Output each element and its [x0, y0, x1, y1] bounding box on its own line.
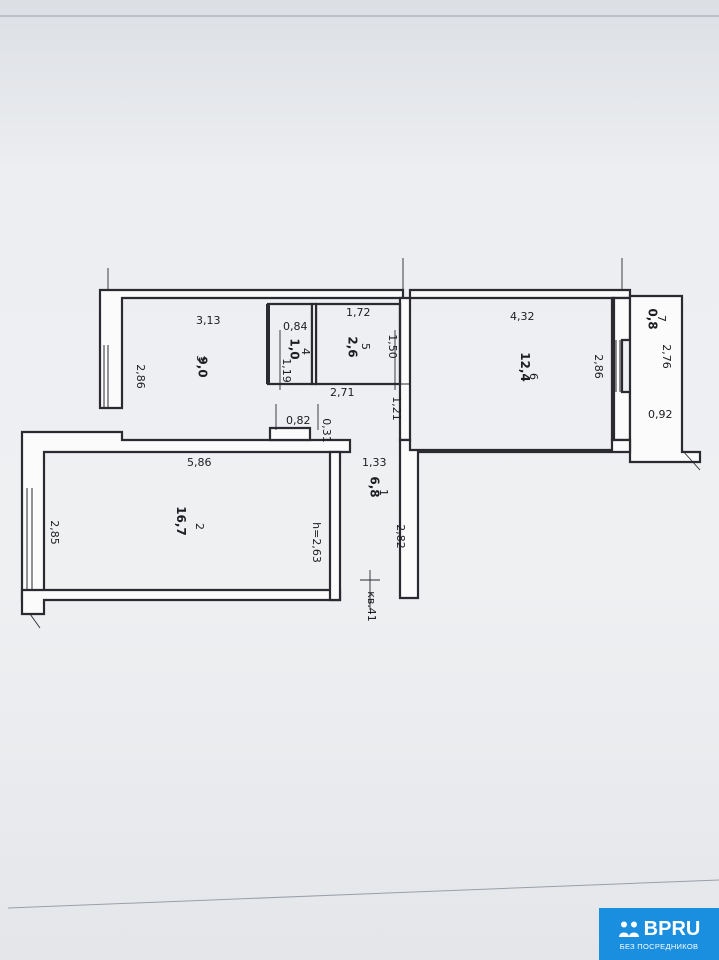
dim-room3-depth: 2,86 — [133, 364, 147, 389]
room-5-area: 2,6 — [345, 336, 360, 358]
apartment-number: кв.41 — [364, 591, 378, 622]
dim-room6-depth: 2,86 — [591, 354, 605, 379]
dim-room1-width: 1,33 — [362, 456, 387, 469]
room-5-number: 5 — [359, 343, 372, 350]
dim-room6-width: 4,32 — [510, 310, 535, 323]
sheet-border-bottom — [7, 879, 719, 909]
dim-balcony-length: 2,76 — [659, 344, 673, 369]
room-6-area: 12,4 — [517, 352, 532, 382]
walls — [20, 288, 702, 616]
room-2-number: 2 — [193, 523, 206, 530]
bpru-logo: BPRU — [618, 917, 701, 941]
room-2-area: 16,7 — [173, 506, 188, 536]
dim-room5-depth: 1,50 — [385, 334, 399, 359]
dim-room1-depth: 2,82 — [393, 524, 407, 549]
dim-ceiling-height: h=2,63 — [309, 522, 323, 563]
dim-bath-width: 2,71 — [330, 386, 355, 399]
dim-room3-width: 3,13 — [196, 314, 221, 327]
bpru-tagline: БЕЗ ПОСРЕДНИКОВ — [619, 941, 699, 951]
bpru-watermark: BPRU БЕЗ ПОСРЕДНИКОВ — [599, 908, 719, 960]
room-3-area: 9,0 — [195, 356, 210, 378]
dim-door-031: 0,31 — [319, 418, 333, 443]
dim-corridor-121: 1,21 — [389, 396, 403, 421]
room-4-area: 1,0 — [287, 338, 302, 360]
dimension-lines — [29, 258, 701, 629]
dim-room5-width: 1,72 — [346, 306, 371, 319]
dim-balcony-width: 0,92 — [648, 408, 673, 421]
dim-door-082: 0,82 — [286, 414, 311, 427]
dim-room2-width: 5,86 — [187, 456, 212, 469]
windows — [21, 340, 621, 590]
dim-room2-depth: 2,85 — [47, 520, 61, 545]
room-1-area: 6,8 — [367, 476, 382, 498]
room-7-area: 0,8 — [645, 308, 660, 330]
bpru-brand-text: BPRU — [643, 917, 701, 940]
dim-room4-depth: 1,19 — [279, 358, 293, 383]
dim-room4-width: 0,84 — [283, 320, 308, 333]
people-icon — [618, 921, 639, 937]
